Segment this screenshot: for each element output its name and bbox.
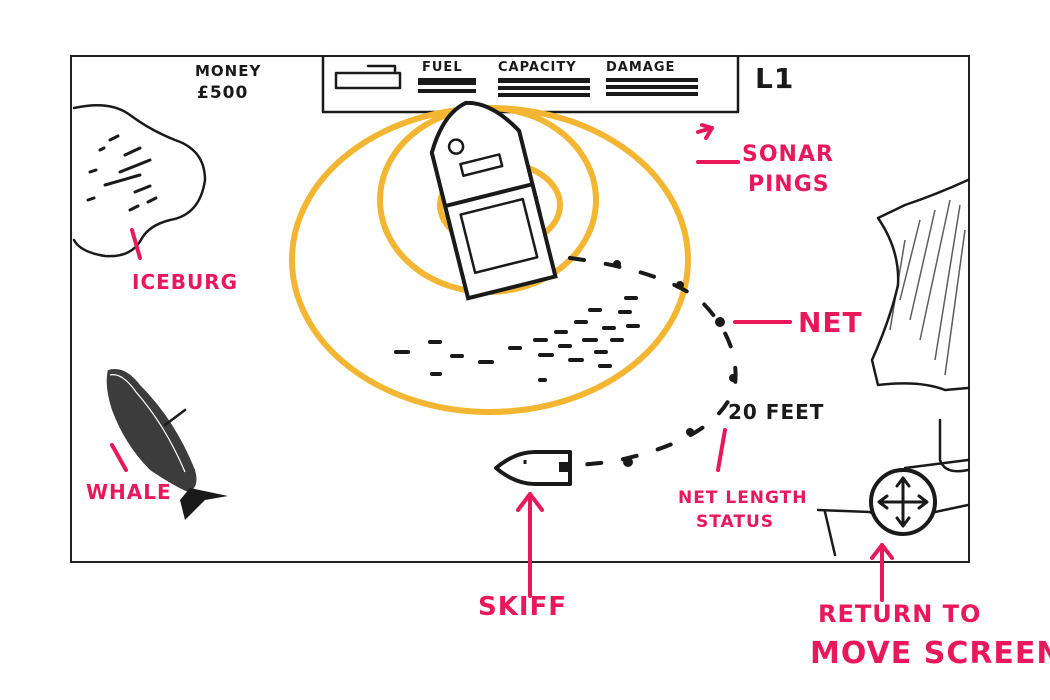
level-indicator: L1 xyxy=(755,62,795,95)
fuel-label: FUEL xyxy=(422,60,463,75)
damage-label: DAMAGE xyxy=(606,60,676,75)
net xyxy=(568,256,738,468)
money-label: MONEY xyxy=(195,62,262,80)
annotation-net: NET xyxy=(798,306,863,339)
capacity-label: CAPACITY xyxy=(498,60,577,75)
fish-school xyxy=(394,296,640,382)
annotation-sonar-line2: PINGS xyxy=(748,172,830,197)
fuel-bar xyxy=(418,78,476,85)
annotation-iceberg: ICEBURG xyxy=(132,270,239,294)
skiff xyxy=(494,450,572,486)
annotation-return-line2: MOVE SCREEN xyxy=(810,636,1050,671)
whale xyxy=(106,369,228,520)
money-value: £500 xyxy=(197,83,249,103)
damage-bar xyxy=(606,78,698,82)
annotation-whale: WHALE xyxy=(86,480,172,504)
landmass-right xyxy=(870,178,970,392)
annotation-lines xyxy=(110,123,894,602)
move-arrows-icon xyxy=(877,476,929,528)
capacity-bar xyxy=(498,78,590,83)
iceberg xyxy=(72,103,207,258)
hud-boat-icon xyxy=(334,71,402,90)
fishing-boat xyxy=(429,100,558,301)
annotation-net-length-line2: STATUS xyxy=(696,512,775,532)
annotation-skiff: SKIFF xyxy=(478,592,568,622)
return-to-move-screen-button[interactable] xyxy=(816,418,970,557)
net-length-readout: 20 FEET xyxy=(728,400,825,424)
annotation-return-line1: RETURN TO xyxy=(818,600,982,628)
annotation-net-length-line1: NET LENGTH xyxy=(678,488,808,508)
annotation-sonar-line1: SONAR xyxy=(742,142,834,167)
